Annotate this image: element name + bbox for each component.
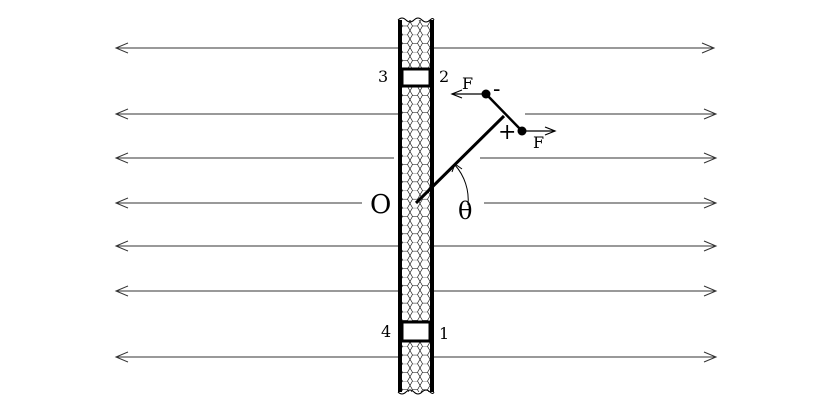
angle-arc bbox=[454, 164, 469, 206]
origin-label: O bbox=[370, 190, 391, 220]
force-arrow-right bbox=[522, 126, 557, 136]
force-label-bottom: F bbox=[533, 133, 544, 152]
angle-arc-arrowhead bbox=[451, 163, 463, 173]
field-line-4 bbox=[114, 197, 718, 209]
loop-bottom bbox=[400, 320, 432, 343]
field-line-3 bbox=[114, 152, 718, 164]
dipole bbox=[414, 89, 557, 206]
field-line-2 bbox=[114, 108, 718, 120]
force-arrow-left bbox=[450, 89, 486, 99]
dipole-arm bbox=[414, 114, 506, 205]
slab bbox=[397, 17, 435, 395]
corner-label-2: 2 bbox=[439, 67, 449, 86]
corner-label-4: 4 bbox=[381, 322, 391, 341]
force-label-top: F bbox=[462, 74, 473, 93]
loop-top bbox=[400, 67, 432, 88]
angle-label: θ bbox=[458, 197, 472, 225]
negative-sign-label: - bbox=[493, 77, 500, 102]
corner-label-3: 3 bbox=[378, 67, 388, 86]
positive-sign-label: + bbox=[498, 120, 516, 145]
corner-label-1: 1 bbox=[439, 324, 449, 343]
dipole-bar bbox=[485, 93, 523, 132]
